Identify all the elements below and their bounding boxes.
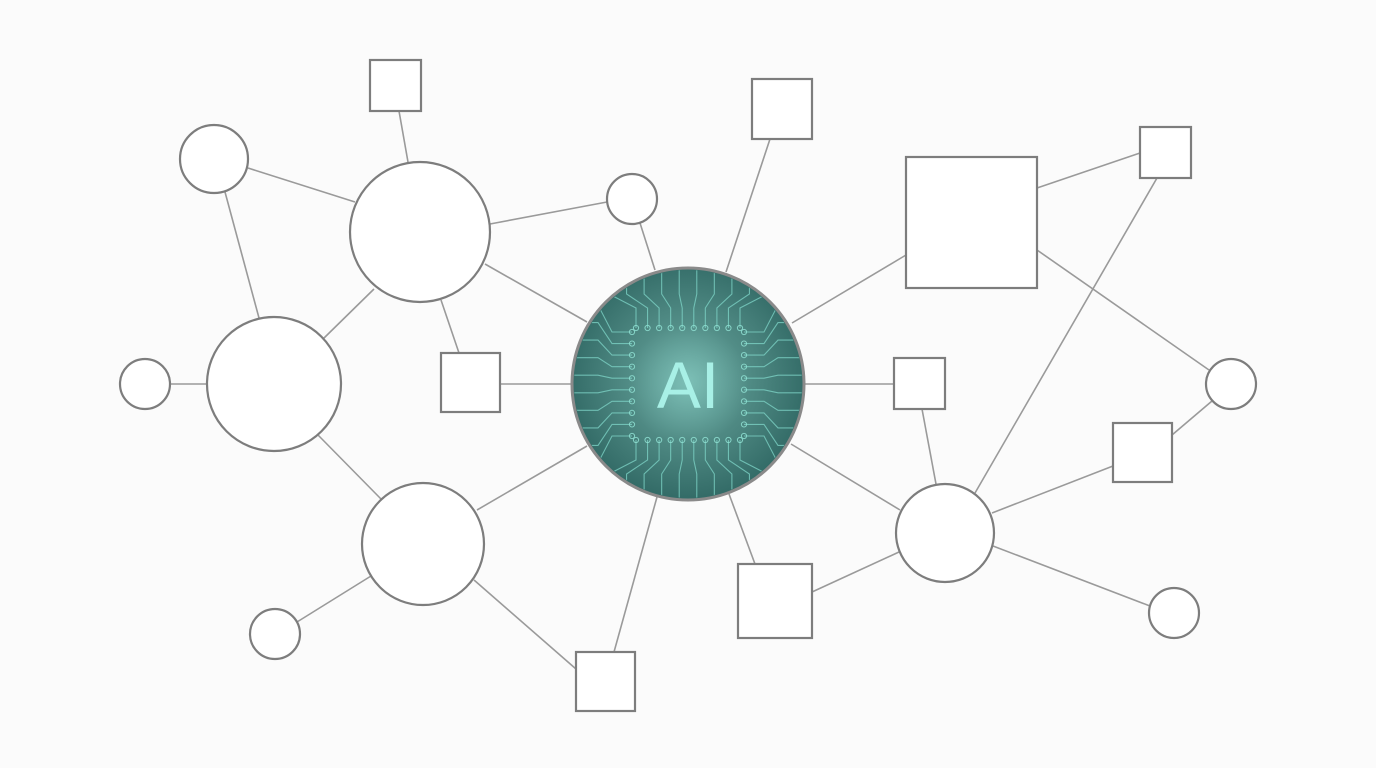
edge-n14-n17 [921,408,937,485]
square-node-n13[interactable] [1138,125,1193,180]
edge-n1-n3 [398,110,409,163]
edge-center-n17 [790,443,901,511]
edge-n3-center [484,263,588,323]
square-node-n1[interactable] [368,58,423,113]
edge-n3-n4 [489,201,608,225]
square-node-n12[interactable] [904,155,1039,290]
edge-n12-n13 [1036,152,1141,189]
edge-n13-n17 [974,177,1158,494]
circle-node-n5[interactable] [205,315,343,453]
ai-hub-node[interactable]: AI [525,221,850,546]
ai-hub-label: AI [657,348,719,422]
circle-node-n3[interactable] [348,160,492,304]
square-node-n18[interactable] [736,562,814,640]
ai-glow [628,324,748,444]
circle-node-n6[interactable] [118,357,172,411]
square-node-n7[interactable] [439,351,502,414]
square-node-n11[interactable] [750,77,814,141]
edge-n4-center [639,222,656,271]
edge-n2-n3 [247,167,356,203]
nodes-layer [118,58,1258,713]
square-node-n10[interactable] [574,650,637,713]
circle-node-n19[interactable] [1147,586,1201,640]
edge-n18-n17 [811,551,900,593]
edge-n12-n15 [1036,249,1210,371]
circle-node-n2[interactable] [178,123,250,195]
circle-node-n17[interactable] [894,482,996,584]
circle-node-n9[interactable] [248,607,302,661]
edge-n17-n19 [992,545,1151,607]
circle-node-n8[interactable] [360,481,486,607]
circle-node-n4[interactable] [605,172,659,226]
edge-n16-n17 [991,465,1114,514]
edge-n9-n8 [296,575,372,623]
edge-n5-n8 [317,434,382,500]
square-node-n14[interactable] [892,356,947,411]
edge-center-n18 [728,493,756,565]
edge-n15-n16 [1171,400,1213,436]
edge-n11-center [725,138,771,273]
edge-n3-n5 [322,288,375,340]
edge-n12-center [791,254,907,324]
edge-n10-center [613,496,658,653]
square-node-n16[interactable] [1111,421,1174,484]
edge-n3-n7 [440,299,460,354]
edges-layer [170,110,1213,670]
circle-node-n15[interactable] [1204,357,1258,411]
edge-n8-n10 [473,579,577,670]
edge-n8-center [476,445,588,511]
edge-n2-n5 [224,191,260,319]
